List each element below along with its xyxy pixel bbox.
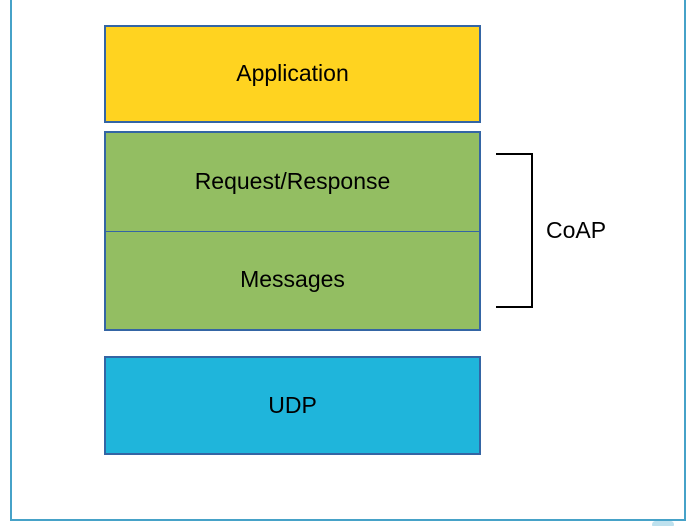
layer-label-udp: UDP	[268, 391, 317, 418]
layer-cell-request-response: Request/Response	[106, 133, 479, 232]
layer-box-application: Application	[104, 25, 481, 123]
layer-label-application: Application	[236, 60, 349, 87]
corner-artifact	[652, 521, 674, 526]
coap-bracket	[496, 153, 533, 308]
layer-label-request-response: Request/Response	[194, 167, 391, 194]
layer-box-udp: UDP	[104, 356, 481, 455]
layer-label-messages: Messages	[240, 266, 345, 293]
layer-cell-messages: Messages	[106, 232, 479, 330]
coap-bracket-label: CoAP	[546, 217, 607, 243]
layer-box-coap-group: Request/Response Messages	[104, 131, 481, 331]
